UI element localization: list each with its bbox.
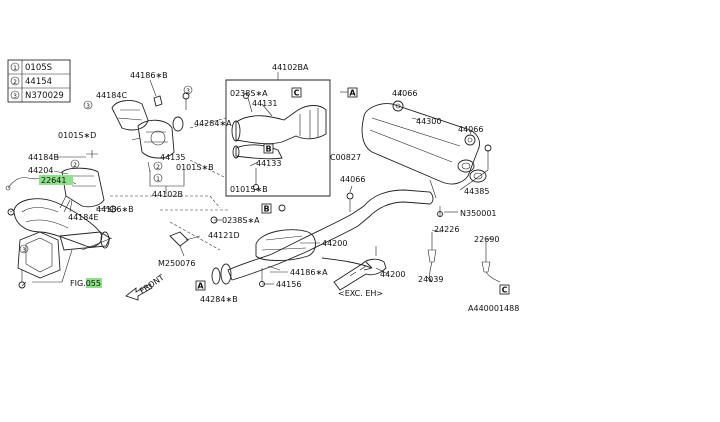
svg-text:2: 2	[156, 164, 160, 171]
label-44184e: 44184E	[68, 213, 99, 222]
label-0101sd: 0101S∗D	[58, 131, 96, 140]
label-22690: 22690	[474, 235, 499, 244]
label-44184b: 44184B	[28, 153, 59, 162]
legend-code-2: 44154	[25, 77, 52, 87]
muffler-assembly	[361, 89, 492, 217]
circle-mark-1	[153, 173, 163, 183]
label-44284a: 44284∗A	[194, 119, 232, 128]
svg-text:C: C	[502, 286, 508, 295]
oxygen-sensors	[425, 229, 501, 283]
legend: 1 0105S 2 44154 3 N370029	[7, 59, 71, 103]
label-44186b-top: 44186∗B	[130, 71, 168, 80]
label-44200-alt: 44200	[380, 270, 405, 279]
callout-c-top	[291, 87, 302, 98]
legend-code-1: 0105S	[25, 63, 52, 73]
circle-mark-3a	[83, 100, 93, 110]
legend-frame	[7, 59, 71, 103]
callout-b-mid	[263, 143, 274, 154]
svg-text:2: 2	[73, 162, 77, 169]
highlight-fig055	[86, 278, 102, 288]
label-exc-eh: <EXC. EH>	[338, 289, 383, 298]
inset-frame	[225, 79, 331, 197]
svg-text:C: C	[294, 89, 300, 98]
label-44204: 44204	[28, 166, 53, 175]
callout-b-lower	[261, 203, 272, 214]
circle-mark-3b	[183, 85, 193, 95]
label-44066-b: 44066	[392, 89, 417, 98]
svg-text:3: 3	[86, 103, 90, 110]
label-0238sa-top: 0238S∗A	[230, 89, 268, 98]
legend-num-1: 1	[13, 65, 17, 72]
legend-marker-1	[10, 62, 20, 72]
circle-mark-3c	[19, 244, 29, 254]
svg-text:A: A	[197, 282, 204, 291]
svg-text:A: A	[349, 89, 356, 98]
circle-marks: 3 3 2 2 1 3	[19, 85, 193, 254]
label-44284b: 44284∗B	[200, 295, 238, 304]
legend-code-3: N370029	[25, 91, 64, 101]
front-arrow-icon	[125, 283, 153, 301]
label-front: FRONT	[138, 273, 166, 296]
label-44066-a: 44066	[340, 175, 365, 184]
label-diagram-code: A440001488	[468, 304, 519, 313]
circle-mark-2b	[153, 161, 163, 171]
svg-text:3: 3	[186, 88, 190, 95]
svg-text:B: B	[265, 145, 271, 154]
center-catalytic-assembly	[110, 79, 230, 251]
circle-mark-2a	[70, 159, 80, 169]
label-fig055: FIG.055	[70, 279, 101, 288]
label-44135: 44135	[160, 153, 185, 162]
label-44186a: 44186∗A	[290, 268, 328, 277]
label-22641: 22641	[41, 176, 66, 185]
label-24226: 24226	[434, 225, 459, 234]
callout-a-top	[347, 87, 358, 98]
center-pipe-assembly	[169, 185, 434, 291]
label-44102b: 44102B	[152, 190, 183, 199]
label-44156: 44156	[276, 280, 301, 289]
legend-num-2: 2	[13, 79, 17, 86]
label-44066-c: 44066	[458, 125, 483, 134]
label-c00827: C00827	[330, 153, 361, 162]
label-0101sb-mid: 0101S∗B	[176, 163, 214, 172]
label-44121d: 44121D	[208, 231, 240, 240]
label-0238sa-mid: 0238S∗A	[222, 216, 260, 225]
front-direction-arrow	[125, 283, 153, 301]
label-m250076: M250076	[158, 259, 195, 268]
svg-text:3: 3	[22, 247, 26, 254]
legend-marker-2	[10, 76, 20, 86]
label-24039: 24039	[418, 275, 443, 284]
label-44300: 44300	[416, 117, 441, 126]
label-44133: 44133	[256, 159, 281, 168]
highlight-22641	[39, 175, 73, 185]
legend-num-3: 3	[13, 93, 17, 100]
label-44184c: 44184C	[96, 91, 127, 100]
front-pipe-assembly	[5, 150, 117, 289]
callout-boxes: A C B B A C	[195, 87, 510, 295]
svg-text:1: 1	[156, 176, 160, 183]
label-44186b-left: 44186∗B	[96, 205, 134, 214]
label-n350001: N350001	[460, 209, 497, 218]
label-44102ba: 44102BA	[272, 63, 309, 72]
svg-text:B: B	[263, 205, 269, 214]
label-0101sb-bot: 0101S∗B	[230, 185, 268, 194]
label-44131: 44131	[252, 99, 277, 108]
callout-c-right	[499, 284, 510, 295]
callout-a-lower	[195, 280, 206, 291]
legend-marker-3	[10, 90, 20, 100]
label-44200-main: 44200	[322, 239, 347, 248]
label-44385: 44385	[464, 187, 489, 196]
